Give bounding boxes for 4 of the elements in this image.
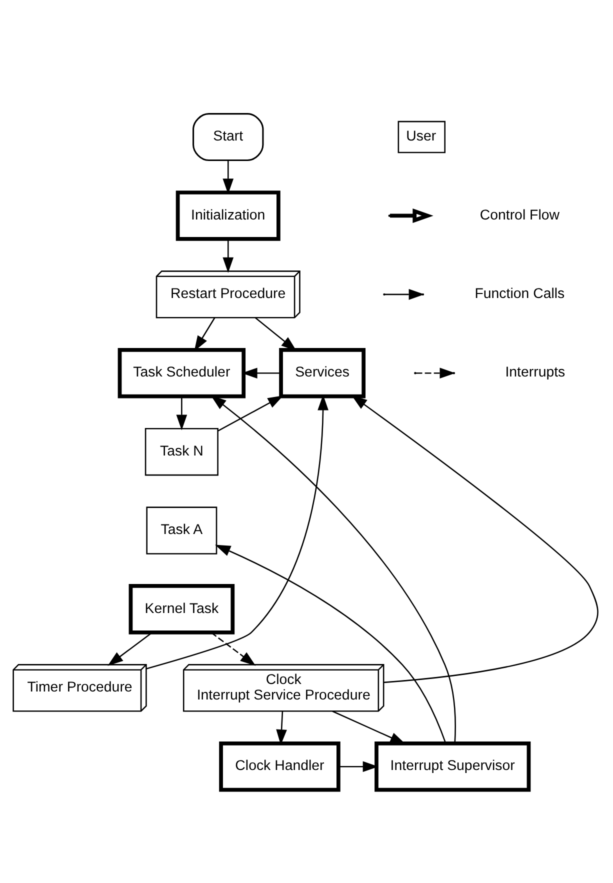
legend-label: Interrupts xyxy=(505,364,566,381)
legend-label: Control Flow xyxy=(480,207,560,224)
legend-label: User xyxy=(406,128,436,145)
legend-label: Function Calls xyxy=(474,286,565,302)
